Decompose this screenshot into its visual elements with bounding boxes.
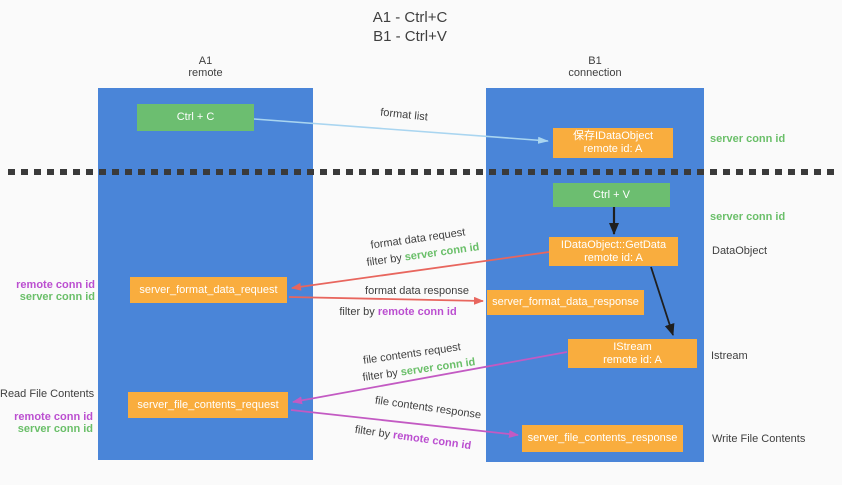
diagram-title: A1 - Ctrl+C B1 - Ctrl+V (300, 8, 520, 46)
node-idataobject-getdata-line2: remote id: A (584, 251, 643, 264)
node-save-idataobject-line1: 保存IDataObject (572, 130, 654, 142)
title-line-1: A1 - Ctrl+C (372, 9, 448, 26)
column-header-a1: A1 remote (98, 55, 313, 79)
column-a1-subtitle: remote (188, 67, 223, 79)
column-header-b1: B1 connection (486, 55, 704, 79)
left-remote-conn-id-top: remote conn id (16, 279, 95, 291)
right-label-server-conn-id-mid: server conn id (710, 211, 786, 223)
node-ctrl-v: Ctrl + V (553, 183, 670, 207)
filter-by-prefix: filter by (354, 423, 394, 442)
right-label-server-conn-id-top: server conn id (710, 133, 786, 145)
column-b1-subtitle: connection (568, 67, 622, 79)
left-server-conn-id-bottom: server conn id (17, 423, 93, 435)
right-label-istream: Istream (711, 350, 748, 362)
remote-conn-id-text: remote conn id (377, 306, 457, 318)
left-label-conn-ids-top: remote conn id server conn id (0, 279, 95, 303)
node-save-idataobject: 保存IDataObject remote id: A (553, 128, 673, 158)
node-server-file-contents-request: server_file_contents_request (128, 392, 288, 418)
title-line-2: B1 - Ctrl+V (373, 28, 447, 45)
dotted-separator (8, 169, 834, 175)
flow-label-format-data-response: format data response (365, 285, 469, 297)
column-a1-name: A1 (198, 55, 213, 67)
left-label-read-file-contents: Read File Contents (0, 388, 95, 400)
node-istream-line1: IStream (613, 340, 652, 353)
left-server-conn-id-top: server conn id (19, 291, 95, 303)
node-ctrl-c: Ctrl + C (137, 104, 254, 131)
filter-by-prefix: filter by (361, 366, 402, 384)
left-remote-conn-id-bottom: remote conn id (14, 411, 93, 423)
flow-label-filter-remote-conn-id-2: filter by remote conn id (354, 424, 472, 452)
node-save-idataobject-line2: remote id: A (583, 143, 643, 155)
node-istream: IStream remote id: A (568, 339, 697, 368)
node-idataobject-getdata: IDataObject::GetData remote id: A (549, 237, 678, 266)
right-label-dataobject: DataObject (712, 245, 768, 257)
right-label-write-file-contents: Write File Contents (712, 433, 806, 445)
column-b1-name: B1 (588, 55, 602, 67)
filter-by-prefix: filter by (339, 306, 378, 318)
node-istream-line2: remote id: A (603, 353, 662, 366)
flow-label-format-list: format list (379, 106, 429, 124)
left-label-conn-ids-bottom: remote conn id server conn id (0, 411, 93, 435)
node-idataobject-getdata-line1: IDataObject::GetData (560, 238, 667, 251)
flow-label-filter-remote-conn-id-1: filter by remote conn id (339, 306, 456, 318)
arrow-format-data-response (288, 296, 484, 305)
filter-by-prefix: filter by (365, 251, 406, 269)
remote-conn-id-text: remote conn id (392, 429, 472, 453)
flow-label-file-contents-response: file contents response (374, 394, 482, 422)
node-server-format-data-request: server_format_data_request (130, 277, 287, 303)
node-server-file-contents-response: server_file_contents_response (522, 425, 683, 452)
node-server-format-data-response: server_format_data_response (487, 290, 644, 315)
